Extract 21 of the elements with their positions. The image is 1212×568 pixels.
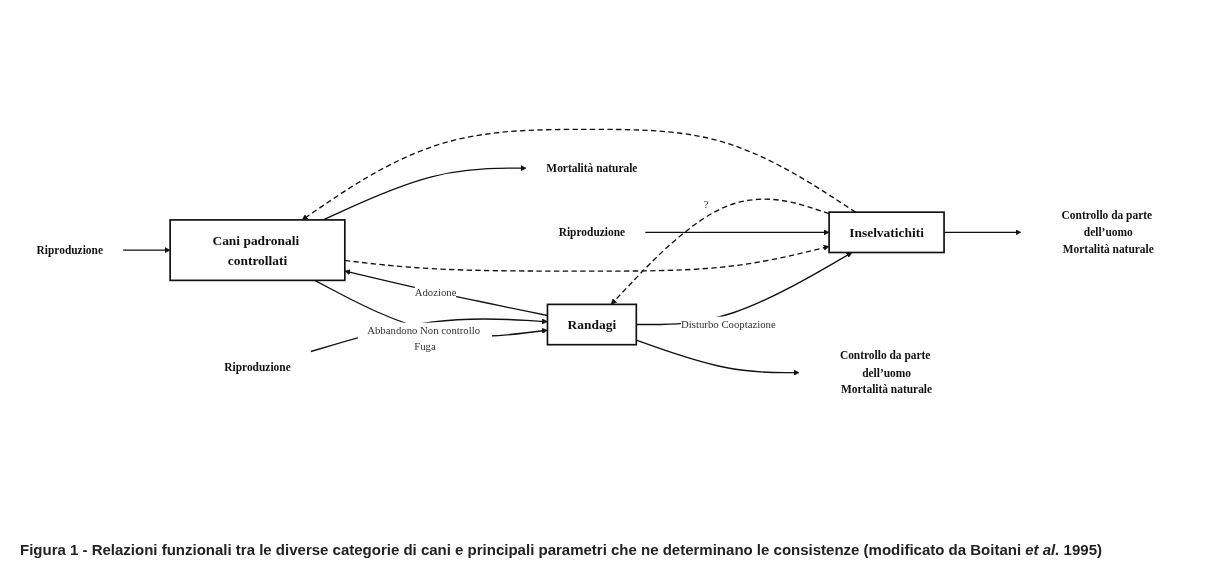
node-box: Randagi [546, 303, 638, 346]
arrow [644, 228, 830, 235]
arrow [610, 198, 830, 305]
node-text: Controllo da parte dell’uomo Mortalità naturale [839, 348, 933, 396]
node-text: Riproduzione [558, 225, 626, 239]
edge-label: Disturbo Cooptazione [681, 318, 776, 330]
arrow [301, 128, 857, 220]
node-text: Mortalità naturale [546, 161, 638, 174]
edge-label: ? [703, 197, 709, 210]
node-box: Inselvatichiti [828, 210, 945, 253]
arrow [314, 279, 548, 337]
node-text: Riproduzione [36, 243, 103, 256]
arrow [322, 164, 527, 221]
node-box: Cani padronali controllati [169, 218, 346, 281]
arrow [122, 246, 171, 253]
node-text: Controllo da parte dell’uomo Mortalità naturale [1061, 208, 1154, 256]
node-text: Riproduzione [224, 360, 291, 374]
edge-label: Adozione [414, 286, 457, 298]
arrow [344, 244, 830, 272]
figure-caption: Figura 1 - Relazioni funzionali tra le diverse categorie di cani e principali parametri che ne determinano le consistenze (modificato da Boitani et al. 1995) [20, 541, 1103, 558]
edge-label: Abbandono Non controllo Fuga [367, 324, 481, 352]
